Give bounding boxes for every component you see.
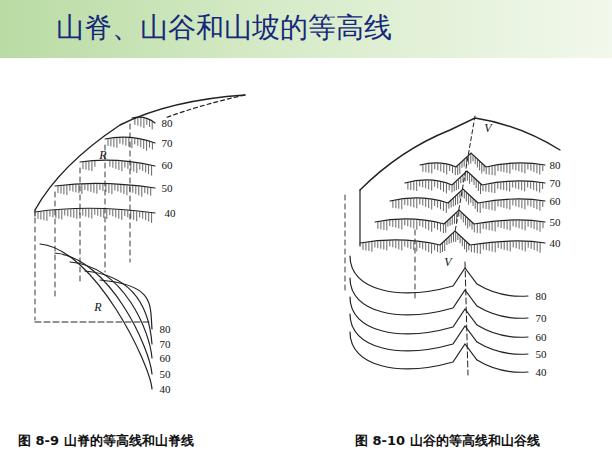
valley-contours: [350, 256, 528, 375]
elevation-number: 50: [160, 369, 171, 380]
elevation-number: 80: [160, 324, 171, 335]
elevation-number: 70: [162, 138, 173, 149]
ridge-contours: [35, 244, 152, 389]
elevation-number: 60: [160, 353, 171, 364]
elevation-number: 40: [536, 367, 547, 378]
ridge-block: [35, 95, 245, 216]
elevation-number: 80: [550, 160, 561, 171]
elevation-number: 80: [536, 291, 547, 302]
slide-title: 山脊、山谷和山坡的等高线: [56, 14, 392, 42]
slope-hatching: [38, 118, 543, 253]
feature-letter: R: [99, 149, 106, 161]
feature-letter: V: [444, 256, 451, 268]
feature-letter: R: [94, 301, 101, 313]
elevation-number: 50: [162, 183, 173, 194]
elevation-number: 80: [162, 118, 173, 129]
elevation-number: 40: [550, 238, 561, 249]
elevation-number: 70: [536, 313, 547, 324]
figure-caption: 图 8-9 山脊的等高线和山脊线: [18, 434, 194, 447]
elevation-number: 60: [162, 160, 173, 171]
elevation-number: 40: [160, 384, 171, 395]
feature-letter: V: [484, 122, 491, 134]
elevation-number: 70: [550, 178, 561, 189]
elevation-number: 50: [536, 349, 547, 360]
elevation-number: 70: [160, 339, 171, 350]
elevation-number: 60: [550, 196, 561, 207]
figure-caption: 图 8-10 山谷的等高线和山谷线: [355, 434, 540, 447]
projection-lines: [345, 195, 415, 300]
elevation-number: 40: [165, 208, 176, 219]
elevation-number: 50: [550, 217, 561, 228]
valley-block: [360, 116, 560, 246]
elevation-number: 60: [536, 332, 547, 343]
projection-lines: [35, 124, 130, 320]
